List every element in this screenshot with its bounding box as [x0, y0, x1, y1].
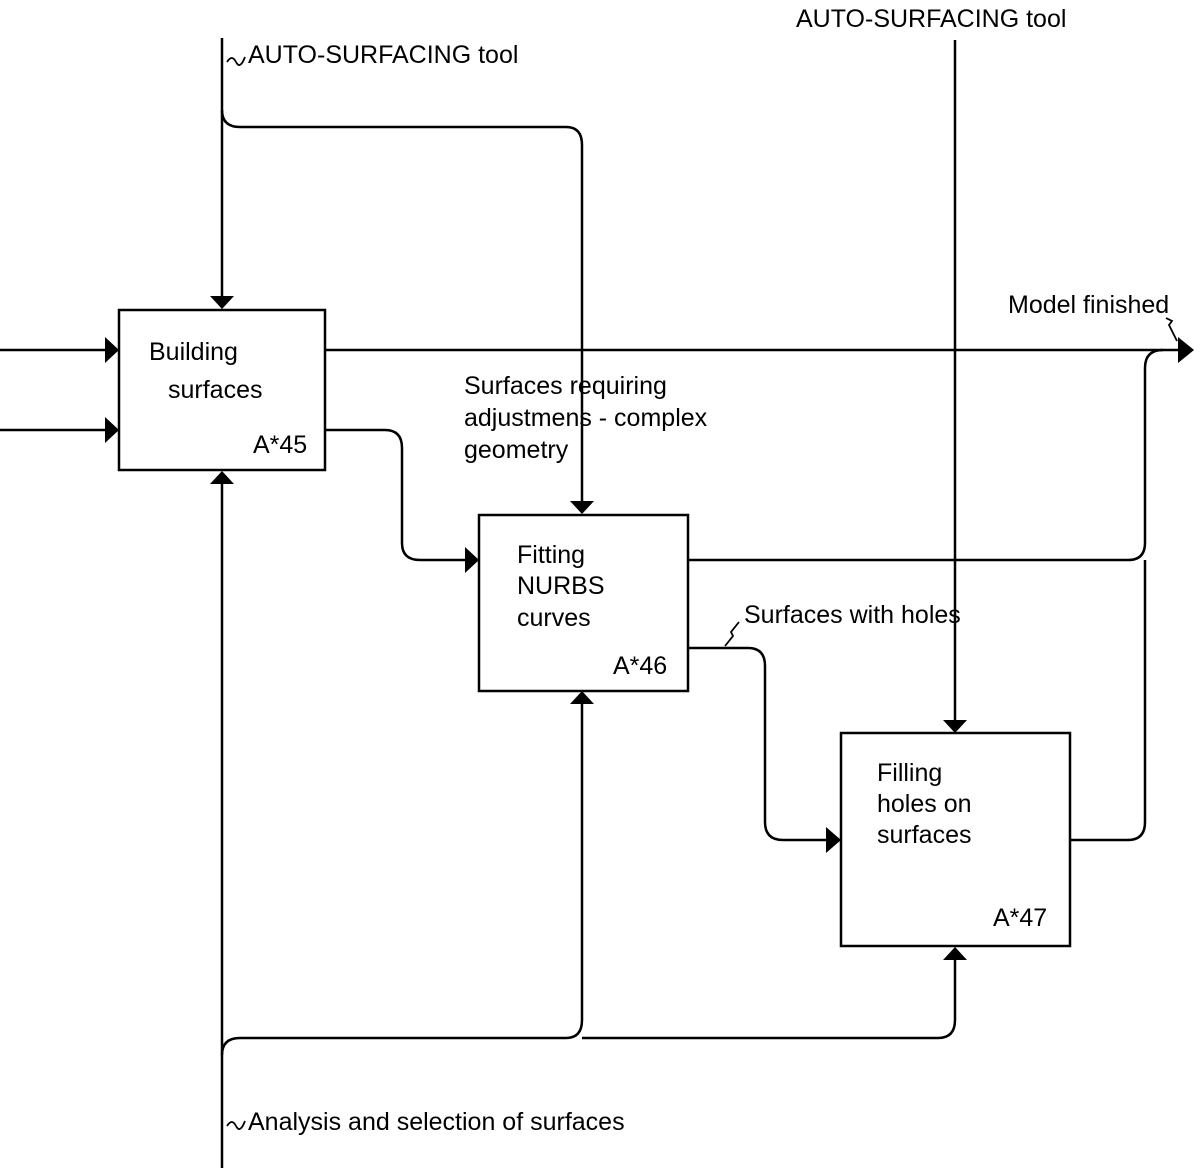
label-output-model: Model finished: [1008, 291, 1170, 319]
box-a46-code: A*46: [613, 652, 668, 680]
box-a47: [839, 731, 1072, 948]
arrowhead-right-a45-1: [105, 337, 119, 363]
arrowhead-up-a47: [943, 947, 967, 960]
box-a47-title-2: holes on: [877, 790, 972, 818]
arrowhead-down-a46: [570, 501, 594, 514]
label-mechanism-bottom: Analysis and selection of surfaces: [248, 1108, 625, 1136]
control-branch-top: [220, 109, 584, 503]
squiggle-mechanism-left: [226, 56, 246, 66]
arrowhead-model: [1178, 337, 1194, 363]
arrowhead-right-a45-2: [105, 417, 119, 443]
label-mechanism-right: AUTO-SURFACING tool: [796, 5, 1067, 33]
label-output-holes: Surfaces with holes: [744, 601, 961, 629]
mechanism-branch-bottom: [220, 700, 584, 1056]
box-a45: [117, 308, 327, 472]
arrowhead-down-a47: [943, 720, 967, 733]
box-a47-title-3: surfaces: [877, 821, 972, 849]
box-a46-title-1: Fitting: [517, 541, 586, 569]
box-a46: [477, 513, 690, 693]
arrowhead-down-a45: [210, 296, 234, 309]
mechanism-branch-bottom-2: [582, 960, 957, 1040]
label-mechanism-left: AUTO-SURFACING tool: [248, 41, 519, 69]
arrowhead-up-a46: [570, 691, 594, 704]
label-control-adjust-1: Surfaces requiring: [464, 372, 667, 400]
box-a46-title-3: curves: [517, 604, 591, 632]
box-a47-code: A*47: [993, 904, 1048, 932]
box-a45-code: A*45: [253, 431, 308, 459]
flow-47-out: [1070, 560, 1147, 842]
box-a45-title-2: surfaces: [168, 376, 263, 404]
squiggle-model: [1165, 317, 1178, 342]
flow-45-to-46: [325, 428, 466, 562]
arrowhead-right-a46: [465, 547, 479, 573]
box-a45-title-1: Building: [149, 338, 238, 366]
arrowhead-up-a45: [210, 471, 234, 484]
flow-46-to-47: [688, 646, 826, 842]
label-control-adjust-3: geometry: [464, 436, 569, 464]
arrowhead-right-a47: [826, 827, 841, 853]
box-a47-title-1: Filling: [877, 759, 943, 787]
flow-46-out: [688, 348, 1164, 562]
box-a46-title-2: NURBS: [517, 572, 605, 600]
squiggle-holes: [724, 621, 740, 647]
squiggle-mechanism-bottom: [226, 1120, 246, 1130]
label-control-adjust-2: adjustmens - complex: [464, 404, 708, 432]
